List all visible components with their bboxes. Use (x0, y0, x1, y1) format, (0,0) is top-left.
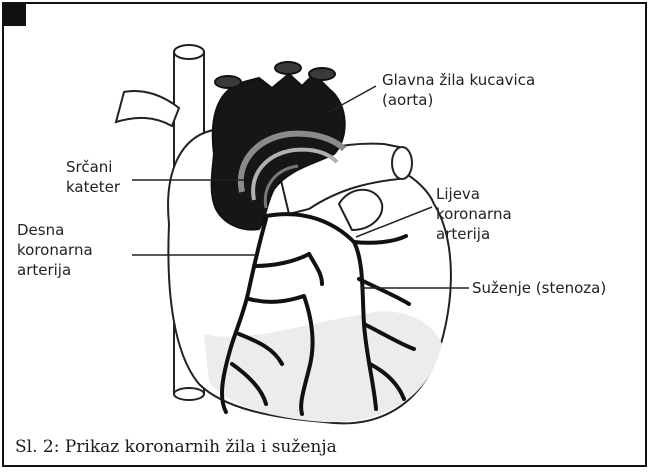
label-catheter: Srčani kateter (66, 157, 120, 197)
heart-illustration (4, 4, 649, 469)
label-right-coronary-artery: Desna koronarna arterija (17, 220, 93, 280)
figure-caption: Sl. 2: Prikaz koronarnih žila i suženja (15, 437, 337, 457)
label-left-coronary-artery: Lijeva koronarna arterija (436, 184, 512, 244)
label-stenosis: Suženje (stenoza) (472, 278, 606, 298)
figure-frame: Glavna žila kucavica (aorta) Srčani kate… (2, 2, 647, 467)
label-aorta: Glavna žila kucavica (aorta) (382, 70, 535, 110)
pulmonary-vein-left (116, 91, 179, 126)
